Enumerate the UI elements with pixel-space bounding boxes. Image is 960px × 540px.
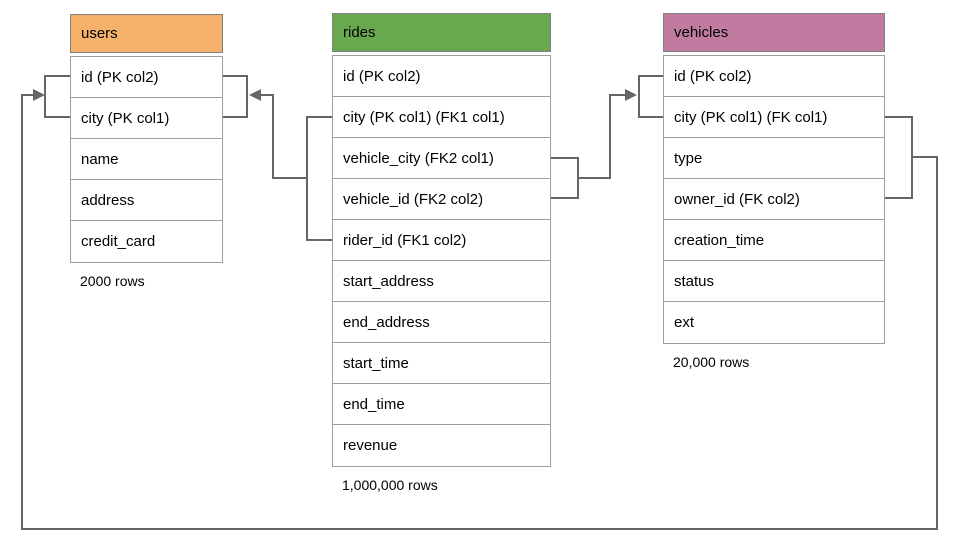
row-count-label: 1,000,000 rows xyxy=(342,477,438,493)
column-row: revenue xyxy=(333,425,550,466)
arrowhead xyxy=(625,89,637,101)
column-row: address xyxy=(71,180,222,221)
table-vehicles: vehicles id (PK col2) city (PK col1) (FK… xyxy=(663,13,885,370)
column-row: id (PK col2) xyxy=(333,56,550,97)
column-row: credit_card xyxy=(71,221,222,262)
connector-path xyxy=(21,94,938,530)
table-rides-header: rides xyxy=(332,13,551,52)
users-key-bracket-left xyxy=(44,75,70,118)
table-users-body: id (PK col2) city (PK col1) name address… xyxy=(70,56,223,263)
rides-fk2-bracket xyxy=(551,157,579,199)
column-row: city (PK col1) (FK col1) xyxy=(664,97,884,138)
row-count-label: 20,000 rows xyxy=(673,354,750,370)
connector-rides-to-users xyxy=(223,75,332,241)
table-users: users id (PK col2) city (PK col1) name a… xyxy=(70,14,223,289)
column-row: id (PK col2) xyxy=(71,57,222,98)
column-row: creation_time xyxy=(664,220,884,261)
table-users-header: users xyxy=(70,14,223,53)
row-count-label: 2000 rows xyxy=(80,273,145,289)
column-row: rider_id (FK1 col2) xyxy=(333,220,550,261)
rides-fk1-bracket xyxy=(306,116,332,241)
connector-path xyxy=(253,94,307,179)
column-row: status xyxy=(664,261,884,302)
table-rides: rides id (PK col2) city (PK col1) (FK1 c… xyxy=(332,13,551,493)
column-row: end_time xyxy=(333,384,550,425)
table-vehicles-body: id (PK col2) city (PK col1) (FK col1) ty… xyxy=(663,55,885,344)
connector-vehicles-to-users xyxy=(21,75,938,530)
column-row: id (PK col2) xyxy=(664,56,884,97)
column-row: vehicle_id (FK2 col2) xyxy=(333,179,550,220)
arrowhead xyxy=(33,89,45,101)
column-row: vehicle_city (FK2 col1) xyxy=(333,138,550,179)
column-row: ext xyxy=(664,302,884,343)
users-key-bracket xyxy=(223,75,248,118)
column-row: type xyxy=(664,138,884,179)
column-row: owner_id (FK col2) xyxy=(664,179,884,220)
connector-path xyxy=(578,94,633,179)
arrowhead xyxy=(249,89,261,101)
vehicles-fk-bracket xyxy=(885,116,913,199)
vehicles-key-bracket xyxy=(638,75,663,118)
column-row: city (PK col1) xyxy=(71,98,222,139)
column-row: end_address xyxy=(333,302,550,343)
column-row: start_address xyxy=(333,261,550,302)
table-vehicles-header: vehicles xyxy=(663,13,885,52)
column-row: city (PK col1) (FK1 col1) xyxy=(333,97,550,138)
table-rides-body: id (PK col2) city (PK col1) (FK1 col1) v… xyxy=(332,55,551,467)
connector-rides-to-vehicles xyxy=(551,75,663,199)
column-row: name xyxy=(71,139,222,180)
column-row: start_time xyxy=(333,343,550,384)
